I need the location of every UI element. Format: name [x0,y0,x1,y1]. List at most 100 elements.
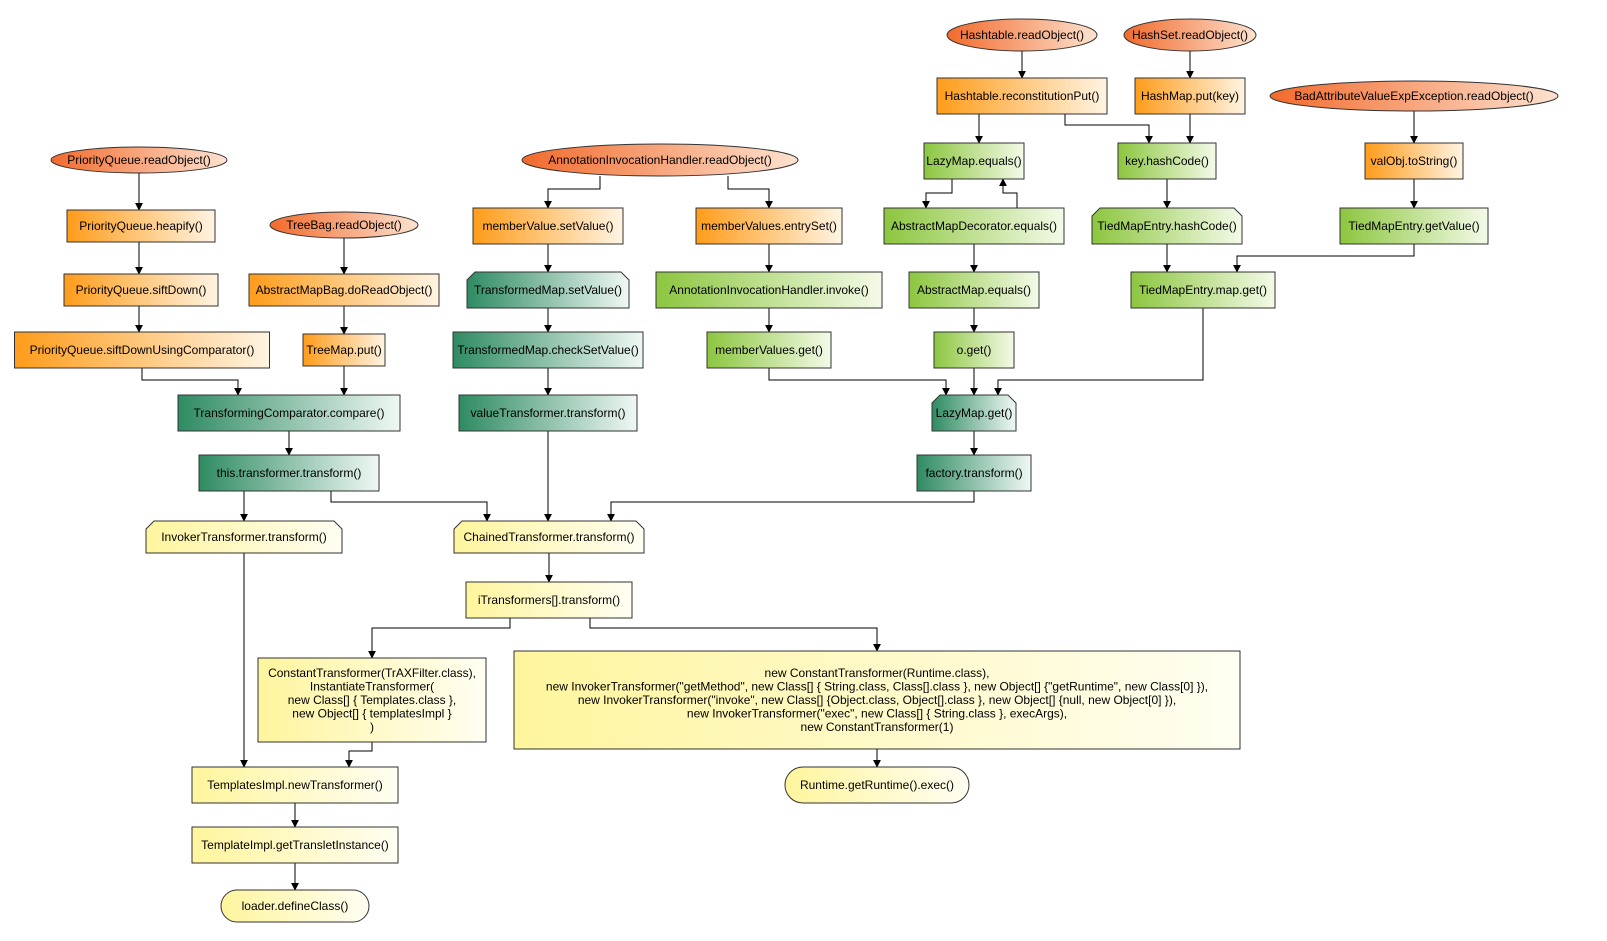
node-label: BadAttributeValueExpException.readObject… [1294,89,1533,103]
node-label: TreeMap.put() [306,343,382,357]
node-label: TiedMapEntry.map.get() [1139,283,1267,297]
node-label: AbstractMapDecorator.equals() [891,219,1057,233]
node-label: ) [370,720,374,734]
node-shape [191,766,399,804]
node-shape [177,394,401,432]
node-shape [472,207,624,245]
node-label: new InvokerTransformer("invoke", new Cla… [578,693,1176,707]
node-key-hash: key.hashCode() [1117,142,1217,180]
node-label: TiedMapEntry.getValue() [1348,219,1479,233]
node-shape [1091,207,1243,245]
node-label: AbstractMapBag.doReadObject() [256,283,433,297]
node-shape [452,331,644,369]
node-label: LazyMap.equals() [926,154,1021,168]
node-label: new ConstantTransformer(1) [801,720,954,734]
node-label: PriorityQueue.heapify() [79,219,202,233]
node-mv-setvalue: memberValue.setValue() [472,207,624,245]
node-template-getinst: TemplateImpl.getTransletInstance() [191,826,399,864]
node-runtime-exec: Runtime.getRuntime().exec() [784,766,970,804]
node-tc-compare: TransformingComparator.compare() [177,394,401,432]
node-pq-read: PriorityQueue.readObject() [50,146,228,174]
node-label: AnnotationInvocationHandler.readObject() [548,153,771,167]
node-this-transform: this.transformer.transform() [198,454,380,492]
node-label: InvokerTransformer.transform() [161,530,327,544]
node-hs-read: HashSet.readObject() [1123,18,1257,52]
node-label: ConstantTransformer(TrAXFilter.class), [268,666,476,680]
node-label: TiedMapEntry.hashCode() [1097,219,1236,233]
node-label: memberValue.setValue() [483,219,614,233]
node-label: AbstractMap.equals() [917,283,1031,297]
node-o-get: o.get() [933,331,1015,369]
node-runtime-chain: new ConstantTransformer(Runtime.class), n… [513,650,1241,750]
node-shape [191,826,399,864]
node-treemap-put: TreeMap.put() [302,333,386,367]
node-tme-hash: TiedMapEntry.hashCode() [1091,207,1243,245]
node-shape [14,331,270,369]
node-tme-getvalue: TiedMapEntry.getValue() [1339,207,1489,245]
node-label: TransformedMap.setValue() [474,283,622,297]
node-loader-define: loader.defineClass() [220,889,370,923]
node-shape [458,394,638,432]
edge-this_transform-to-chained_transform [330,491,491,522]
node-label: AnnotationInvocationHandler.invoke() [669,283,868,297]
node-label: Hashtable.reconstitutionPut() [945,89,1100,103]
node-label: loader.defineClass() [242,899,349,913]
edge-itrans_transform-to-const_instantiate [368,618,511,659]
node-label: HashMap.put(key) [1141,89,1239,103]
node-pq-siftcomp: PriorityQueue.siftDownUsingComparator() [14,331,270,369]
node-shape [453,520,645,554]
node-shape [513,650,1241,750]
node-label: TreeBag.readObject() [286,218,402,232]
node-label: PriorityQueue.readObject() [67,153,210,167]
node-shape [936,77,1108,115]
node-hm-put: HashMap.put(key) [1134,77,1246,115]
node-label: TransformedMap.checkSetValue() [457,343,638,357]
node-tm-checkset: TransformedMap.checkSetValue() [452,331,644,369]
node-chained-transform: ChainedTransformer.transform() [453,520,645,554]
edge-itrans_transform-to-runtime_chain [589,618,881,652]
node-pq-heapify: PriorityQueue.heapify() [66,209,216,243]
edge-tme_getvalue-to-tme_mapget [1233,244,1415,273]
edge-pq_siftcomp-to-tc_compare [141,368,242,396]
node-label: new ConstantTransformer(Runtime.class), [765,666,990,680]
node-lm-get: LazyMap.get() [931,394,1017,432]
edge-aih_read-to-mvs_entryset [727,176,773,209]
node-label: Hashtable.readObject() [960,28,1084,42]
edge-mvs_get-to-lm_get [768,368,950,396]
node-tb-read: TreeBag.readObject() [269,211,419,239]
node-vt-transform: valueTransformer.transform() [458,394,638,432]
edges [135,51,1418,891]
node-shape [655,271,883,309]
node-shape [784,766,970,804]
node-mvs-get: memberValues.get() [706,331,832,369]
node-pq-siftdown: PriorityQueue.siftDown() [63,273,219,307]
node-label: TemplateImpl.getTransletInstance() [201,838,389,852]
node-shape [1134,77,1246,115]
node-label: LazyMap.get() [936,406,1013,420]
node-shape [269,211,419,239]
node-label: memberValues.get() [715,343,823,357]
node-amd-equals: AbstractMapDecorator.equals() [883,207,1065,245]
node-val-tostring: valObj.toString() [1364,142,1464,180]
node-shape [465,581,633,619]
node-shape [883,207,1065,245]
node-shape [1339,207,1489,245]
edge-lm_equals-to-amd_equals [922,179,953,209]
node-mvs-entryset: memberValues.entrySet() [695,207,843,245]
nodes: PriorityQueue.readObject() PriorityQueue.… [14,18,1559,923]
node-label: new InvokerTransformer("exec", new Class… [687,707,1067,721]
edge-aih_read-to-mv_setvalue [544,176,601,209]
node-label: TemplatesImpl.newTransformer() [207,778,383,792]
node-ht-read: Hashtable.readObject() [946,18,1098,52]
node-shape [198,454,380,492]
node-label: factory.transform() [925,466,1022,480]
node-shape [695,207,843,245]
node-aih-invoke: AnnotationInvocationHandler.invoke() [655,271,883,309]
node-amb-doread: AbstractMapBag.doReadObject() [248,273,440,307]
node-itrans-transform: iTransformers[].transform() [465,581,633,619]
node-shape [466,271,630,309]
node-shape [923,142,1025,180]
node-const-instantiate: ConstantTransformer(TrAXFilter.class),In… [257,657,487,743]
node-shape [50,146,228,174]
